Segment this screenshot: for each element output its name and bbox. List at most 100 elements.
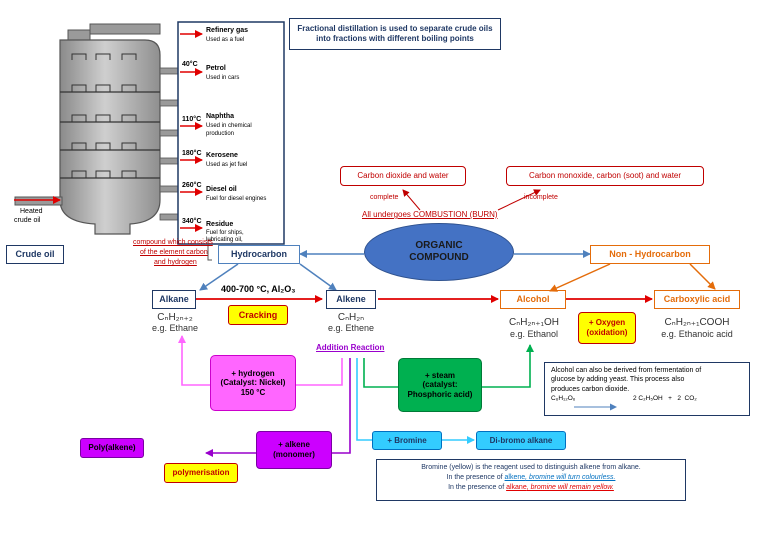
alkene-box: Alkene bbox=[326, 290, 376, 309]
combustion-note: All undergoes COMBUSTION (BURN) bbox=[362, 210, 498, 219]
fractions-panel bbox=[177, 21, 285, 245]
fermentation-text: Alcohol can also be derived from ferment… bbox=[551, 367, 702, 374]
alkene-label: Alkene bbox=[336, 294, 366, 305]
dibromo-alkane-box: Di-bromo alkane bbox=[476, 431, 566, 450]
organic-label: ORGANIC bbox=[415, 240, 463, 251]
organic-compound-ellipse: ORGANIC COMPOUND bbox=[364, 223, 514, 281]
fraction-name: Petrol bbox=[206, 65, 226, 72]
hydrocarbon-label: Hydrocarbon bbox=[230, 249, 287, 260]
complete-products-text: Carbon dioxide and water bbox=[357, 171, 449, 181]
alkene-monomer-label: (monomer) bbox=[273, 450, 315, 459]
fraction-name: Refinery gas bbox=[206, 27, 249, 34]
crude-oil-label: Crude oil bbox=[15, 249, 55, 260]
addition-reaction-label: Addition Reaction bbox=[316, 343, 385, 352]
alkene-word: alkene bbox=[504, 474, 526, 482]
incomplete-combustion-box: Carbon monoxide, carbon (soot) and water bbox=[506, 166, 704, 186]
hydrocarbon-definition: and hydrogen bbox=[154, 259, 197, 266]
fermentation-products: 2 C₂H₅OH + 2 CO₂ bbox=[633, 395, 697, 403]
fraction-temp: 260°C bbox=[182, 182, 202, 189]
bromine-box: + Bromine bbox=[372, 431, 442, 450]
fraction-name: Kerosene bbox=[206, 152, 238, 159]
hydrogen-label: 150 °C bbox=[240, 387, 266, 397]
link-hydrocarbon-alkene bbox=[299, 263, 337, 291]
alkane-example: e.g. Ethane bbox=[151, 323, 199, 333]
link-nonhydrocarbon-carboxylic bbox=[689, 263, 716, 290]
polyalkene-box: Poly(alkene) bbox=[80, 438, 144, 458]
fraction-name: Diesel oil bbox=[206, 186, 237, 193]
oxygen-label: + Oxygen bbox=[588, 318, 626, 328]
bromine-note-box: Bromine (yellow) is the reagent used to … bbox=[376, 459, 686, 501]
carboxylic-acid-box: Carboxylic acid bbox=[654, 290, 740, 309]
fraction-name: Residue bbox=[206, 221, 234, 228]
fraction-use: Used as a fuel bbox=[206, 37, 245, 43]
carboxylic-formula: CₙH₂ₙ₊₁COOH bbox=[664, 317, 730, 328]
hydrocarbon-definition: of the element carbon bbox=[140, 249, 208, 256]
steam-label: + steam bbox=[424, 370, 456, 380]
oxygen-label: (oxidation) bbox=[586, 328, 628, 337]
fraction-use: Fuel for ships, bbox=[206, 230, 244, 236]
polymerisation-label: polymerisation bbox=[172, 468, 230, 478]
bromine-note-line: In the presence of alkane, bromine will … bbox=[448, 484, 614, 492]
alkane-label: Alkane bbox=[159, 294, 189, 305]
complete-label: complete bbox=[370, 194, 399, 201]
definition-bracket bbox=[207, 239, 212, 261]
crude-oil-box: Crude oil bbox=[6, 245, 64, 264]
alkane-formula: CₙH₂ₙ₊₂ bbox=[157, 312, 193, 323]
fraction-use: Used as jet fuel bbox=[206, 162, 248, 168]
hydrogenation-box: + hydrogen (Catalyst: Nickel) 150 °C bbox=[210, 355, 296, 411]
non-hydrocarbon-box: Non - Hydrocarbon bbox=[590, 245, 710, 264]
colourless-phrase: , bromine will turn colourless. bbox=[525, 474, 616, 482]
complete-combustion-box: Carbon dioxide and water bbox=[340, 166, 466, 186]
organic-label: COMPOUND bbox=[409, 252, 469, 263]
fraction-use: lubricating oil, bbox=[206, 237, 243, 243]
incomplete-products-text: Carbon monoxide, carbon (soot) and water bbox=[528, 171, 682, 181]
alcohol-formula: CₙH₂ₙ₊₁OH bbox=[509, 317, 559, 328]
alkene-monomer-label: + alkene bbox=[278, 440, 310, 450]
oxygen-box: + Oxygen (oxidation) bbox=[578, 312, 636, 344]
steam-box: + steam (catalyst: Phosphoric acid) bbox=[398, 358, 482, 412]
non-hydrocarbon-label: Non - Hydrocarbon bbox=[609, 249, 691, 260]
alkene-monomer-box: + alkene (monomer) bbox=[256, 431, 332, 469]
fraction-temp: 180°C bbox=[182, 150, 202, 157]
dibromo-alkane-label: Di-bromo alkane bbox=[489, 435, 553, 445]
heated-crude-label: Heated bbox=[20, 208, 43, 215]
link-hydrocarbon-alkane bbox=[199, 263, 239, 291]
hydrogen-label: + hydrogen bbox=[231, 368, 275, 378]
fermentation-box: Alcohol can also be derived from ferment… bbox=[544, 362, 750, 416]
bromine-label: + Bromine bbox=[387, 435, 427, 445]
polyalkene-label: Poly(alkene) bbox=[88, 443, 136, 453]
incomplete-label: incomplete bbox=[524, 194, 558, 201]
link-polymerisation bbox=[205, 358, 351, 457]
carboxylic-acid-label: Carboxylic acid bbox=[663, 294, 731, 305]
intro-text: Fractional distillation is used to separ… bbox=[297, 24, 493, 43]
yellow-phrase: , bromine will remain yellow. bbox=[526, 484, 614, 492]
fermentation-reactant: C₆H₁₂O₆ bbox=[551, 395, 576, 403]
hydrogen-label: (Catalyst: Nickel) bbox=[220, 378, 286, 388]
cracking-label: Cracking bbox=[238, 309, 278, 320]
fraction-temp: 40°C bbox=[182, 61, 198, 68]
fraction-temp: 110°C bbox=[182, 116, 202, 123]
cracking-box: Cracking bbox=[228, 305, 288, 325]
fraction-use: Used in chemical bbox=[206, 123, 252, 129]
fraction-arrows bbox=[14, 30, 203, 232]
bromine-note-line: Bromine (yellow) is the reagent used to … bbox=[421, 464, 641, 471]
cracking-conditions: 400-700 °C, Al₂O₃ bbox=[221, 284, 296, 294]
alkane-box: Alkane bbox=[152, 290, 196, 309]
steam-label: Phosphoric acid) bbox=[407, 389, 473, 399]
fraction-temp: 340°C bbox=[182, 218, 202, 225]
link-nonhydrocarbon-alcohol bbox=[549, 263, 611, 292]
combustion-arrows bbox=[402, 189, 541, 211]
alcohol-label: Alcohol bbox=[516, 294, 550, 305]
heated-crude-label: crude oil bbox=[14, 217, 41, 224]
carboxylic-example: e.g. Ethanoic acid bbox=[661, 329, 733, 339]
distillation-tower-icon bbox=[14, 23, 179, 235]
bromine-note-line: In the presence of alkene, bromine will … bbox=[446, 474, 616, 482]
intro-box: Fractional distillation is used to separ… bbox=[289, 18, 501, 50]
alcohol-example: e.g. Ethanol bbox=[509, 329, 559, 339]
fermentation-text: produces carbon dioxide. bbox=[551, 385, 630, 393]
alkene-formula: CₙH₂ₙ bbox=[337, 312, 365, 323]
polymerisation-box: polymerisation bbox=[164, 463, 238, 483]
hydrocarbon-box: Hydrocarbon bbox=[218, 245, 300, 264]
